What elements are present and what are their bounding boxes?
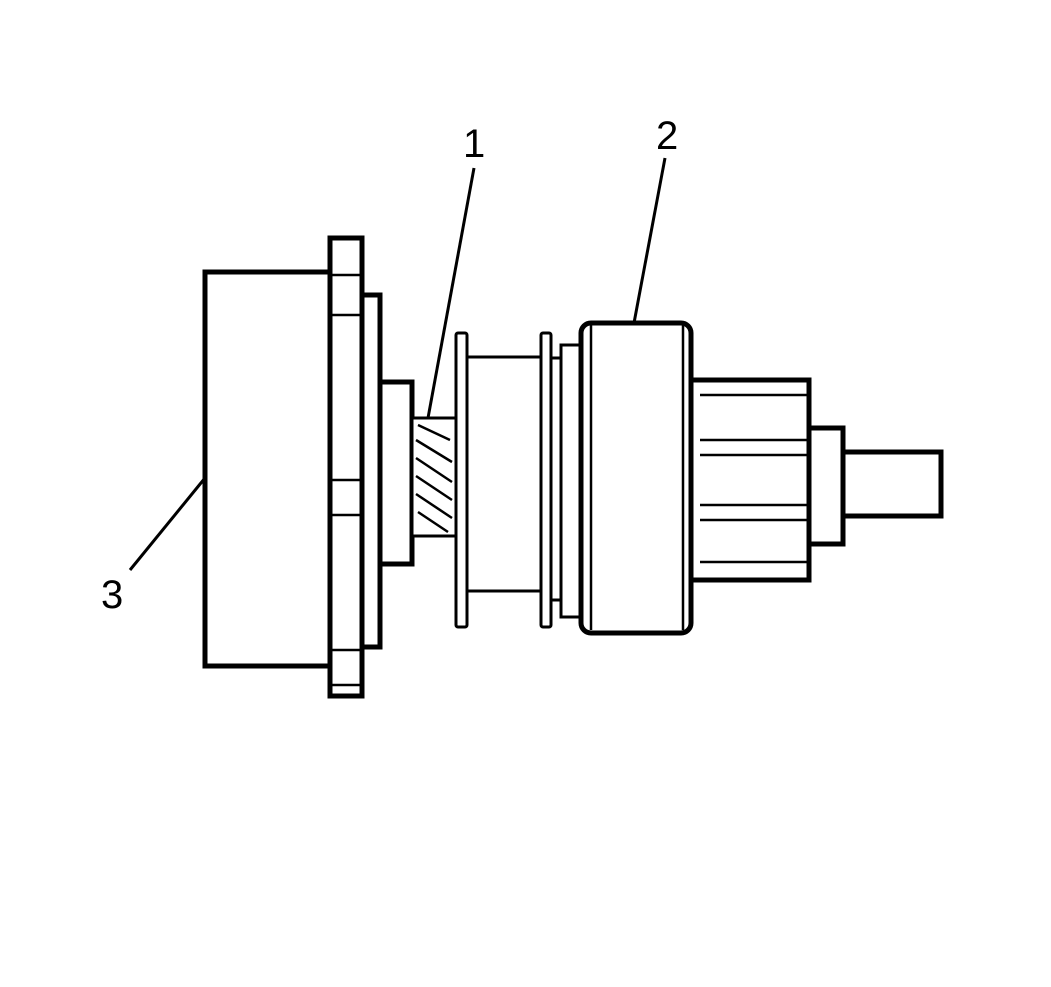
pinion-shaft [410,416,460,538]
drive-collar [559,343,583,619]
callout-2-label: 2 [656,114,678,158]
drive-gear-body [578,320,694,636]
spool-body [465,355,543,593]
callout-2-leader [632,157,667,324]
housing-flange [327,235,365,699]
output-shaft [840,449,944,519]
callout-1-leader [426,167,476,419]
callout-3-leader [128,477,207,571]
front-washer [454,331,469,629]
housing-assembly [202,235,415,699]
splined-gear [688,377,812,583]
housing-step [359,292,383,650]
callout-3-label: 3 [101,573,123,617]
housing-nose [377,379,415,567]
end-hub [806,425,846,547]
spool-assembly [454,331,563,629]
callout-1-label: 1 [463,122,485,166]
drive-gear-assembly [559,320,944,636]
housing-body [202,269,333,669]
